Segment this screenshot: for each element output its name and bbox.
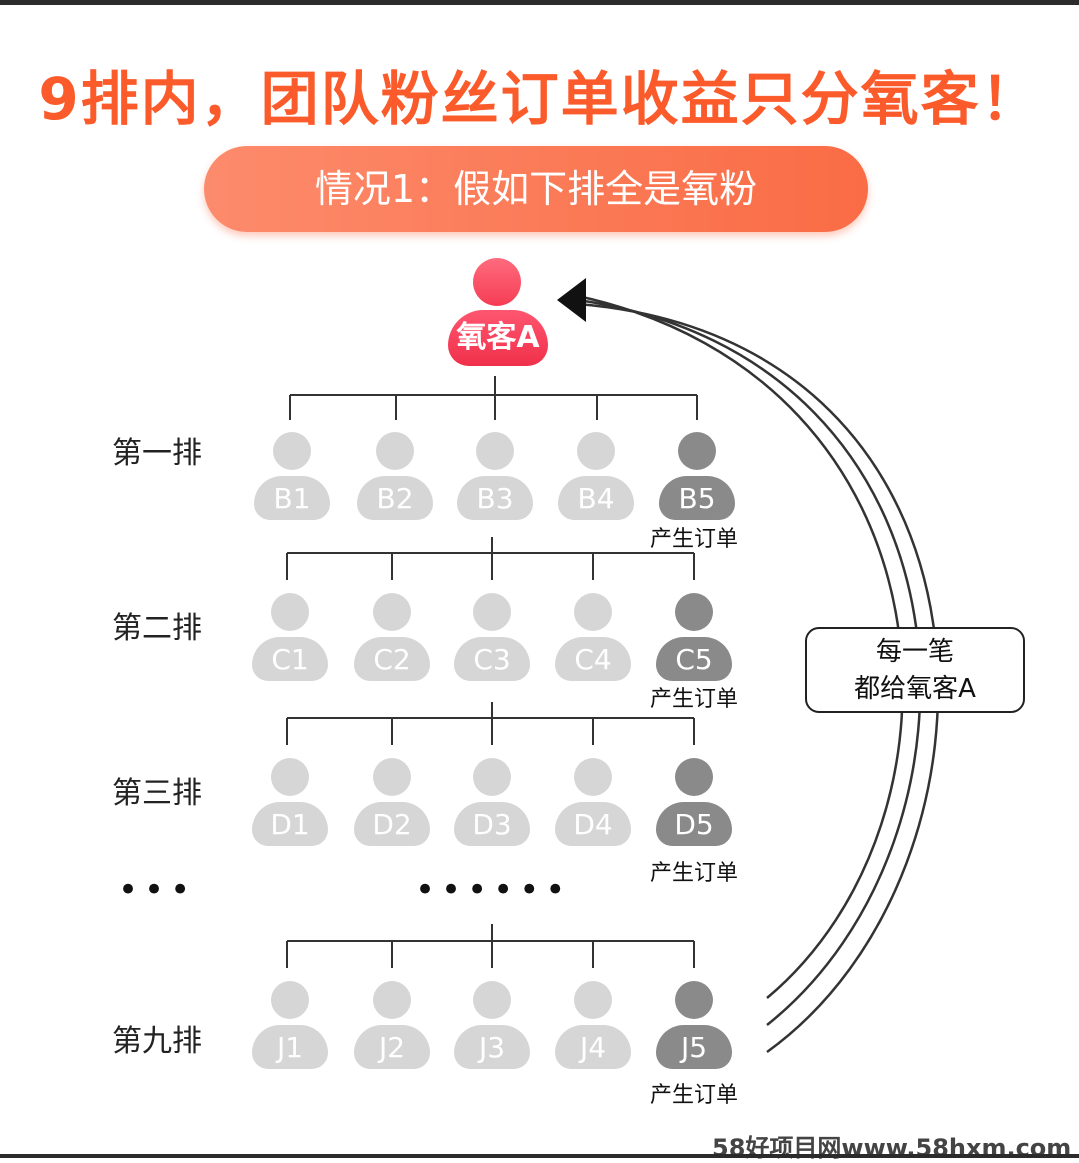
case-label: 情况1：假如下排全是氧粉 <box>204 146 868 232</box>
callout-box: 每一笔 都给氧客A <box>805 627 1025 713</box>
member-c1: C1 <box>250 593 330 683</box>
member-d1: D1 <box>250 758 330 848</box>
member-d4: D4 <box>553 758 633 848</box>
person-icon-head <box>473 258 521 306</box>
top-border <box>0 0 1079 5</box>
order-label-b5: 产生订单 <box>650 527 739 552</box>
member-d5: D5 <box>654 758 734 848</box>
member-d3: D3 <box>452 758 532 848</box>
callout-line-2: 都给氧客A <box>854 674 976 704</box>
arrow-head-icon <box>557 278 586 322</box>
member-j4: J4 <box>553 981 633 1071</box>
row-label-1: 第一排 <box>112 436 202 471</box>
member-d2: D2 <box>352 758 432 848</box>
row-label-2: 第二排 <box>112 611 202 646</box>
member-c5: C5 <box>654 593 734 683</box>
member-c4: C4 <box>553 593 633 683</box>
member-j3: J3 <box>452 981 532 1071</box>
page-title: 9排内，团队粉丝订单收益只分氧客！ <box>38 65 1041 133</box>
member-j2: J2 <box>352 981 432 1071</box>
member-j1: J1 <box>250 981 330 1071</box>
member-b2: B2 <box>355 432 435 522</box>
member-c3: C3 <box>452 593 532 683</box>
member-b4: B4 <box>556 432 636 522</box>
callout-line-1: 每一笔 <box>875 637 954 667</box>
order-label-c5: 产生订单 <box>650 687 739 712</box>
row-label-9: 第九排 <box>112 1024 202 1059</box>
member-b1: B1 <box>252 432 332 522</box>
order-label-j5: 产生订单 <box>650 1083 739 1108</box>
root-person: 氧客A <box>448 258 548 368</box>
bottom-border <box>0 1154 1079 1158</box>
root-label: 氧客A <box>448 310 548 366</box>
member-b3: B3 <box>455 432 535 522</box>
order-label-d5: 产生订单 <box>650 861 739 886</box>
ellipsis-middle: •••••• <box>415 870 572 910</box>
member-j5: J5 <box>654 981 734 1071</box>
member-b5: B5 <box>657 432 737 522</box>
row-label-3: 第三排 <box>112 776 202 811</box>
ellipsis-left: ••• <box>118 870 197 910</box>
member-c2: C2 <box>352 593 432 683</box>
